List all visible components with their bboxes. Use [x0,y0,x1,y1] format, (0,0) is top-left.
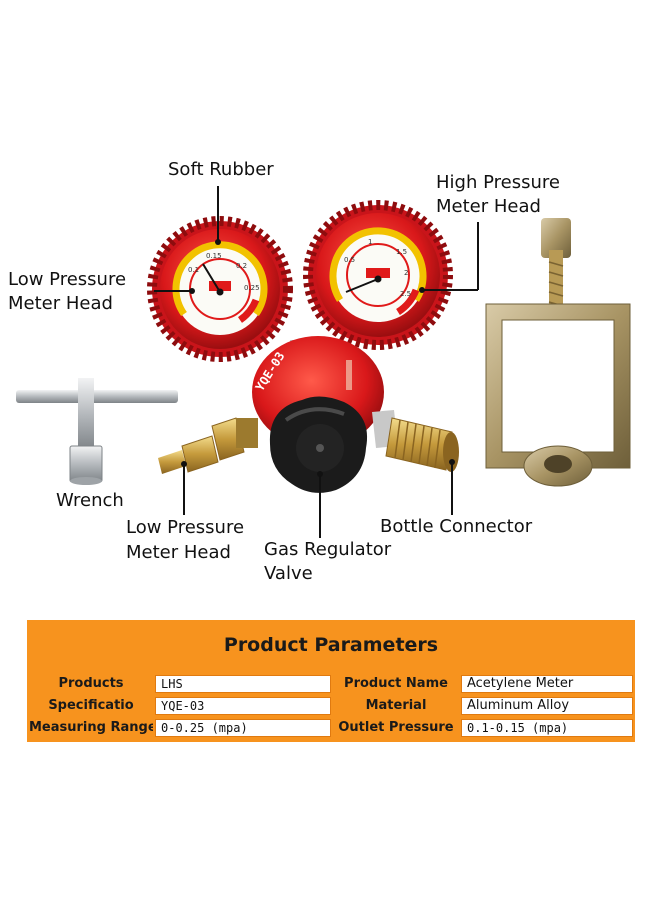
regulator-knob [269,396,368,493]
callout-low-pressure-top-line2: Meter Head [8,293,113,314]
cylinder-clamp [485,218,631,487]
callout-low-pressure-top-line1: Low Pressure [8,269,127,290]
svg-text:0.25: 0.25 [244,284,260,292]
callout-bottle-connector: Bottle Connector [380,516,533,537]
callout-lines [154,186,479,538]
svg-text:1: 1 [368,238,372,246]
svg-text:2: 2 [404,269,408,277]
callout-gas-regulator-line2: Valve [264,563,313,584]
parameters-title: Product Parameters [223,634,439,656]
wrench-tool [16,378,178,485]
svg-text:0.2: 0.2 [236,262,247,270]
callout-gas-regulator-line1: Gas Regulator [264,539,392,560]
callout-soft-rubber: Soft Rubber [168,159,274,180]
param-value: Aluminum Alloy [461,697,633,715]
outlet-fitting [158,417,258,474]
callout-wrench: Wrench [56,490,124,511]
high-pressure-gauge: 0.5 1 1.5 2 2.5 [303,200,453,350]
param-key: Measuring Range [29,720,153,735]
table-row: Measuring Range 0-0.25 (mpa) Outlet Pres… [29,718,633,738]
svg-text:1.5: 1.5 [396,248,407,256]
param-key: Material [365,698,427,713]
param-key: Products [58,676,124,691]
table-row: Products LHS Product Name Acetylene Mete… [29,674,633,694]
param-value: YQE-03 [155,697,331,715]
svg-text:0.15: 0.15 [206,252,222,260]
svg-text:0.5: 0.5 [344,256,355,264]
callout-low-pressure-bottom-line2: Meter Head [126,542,231,563]
callout-high-pressure-line2: Meter Head [436,196,541,217]
param-key: Outlet Pressure [338,720,454,735]
param-value: 0.1-0.15 (mpa) [461,719,633,737]
parameters-table: Product Parameters Products LHS Product … [27,620,635,742]
table-row: Specificatio YQE-03 Material Aluminum Al… [29,696,633,716]
param-value: 0-0.25 (mpa) [155,719,331,737]
product-illustration: 0.1 0.15 0.2 0.25 0.5 1 1.5 2 2.5 [16,186,631,538]
callout-high-pressure-line1: High Pressure [436,172,560,193]
bottle-connector [372,410,459,472]
param-value: Acetylene Meter [461,675,633,693]
svg-text:0.1: 0.1 [188,266,199,274]
param-value: LHS [155,675,331,693]
svg-text:2.5: 2.5 [400,290,411,298]
callout-low-pressure-bottom-line1: Low Pressure [126,517,245,538]
param-key: Product Name [344,676,448,691]
param-key: Specificatio [48,698,134,713]
low-pressure-gauge: 0.1 0.15 0.2 0.25 [147,216,293,362]
callout-dots [181,239,455,477]
